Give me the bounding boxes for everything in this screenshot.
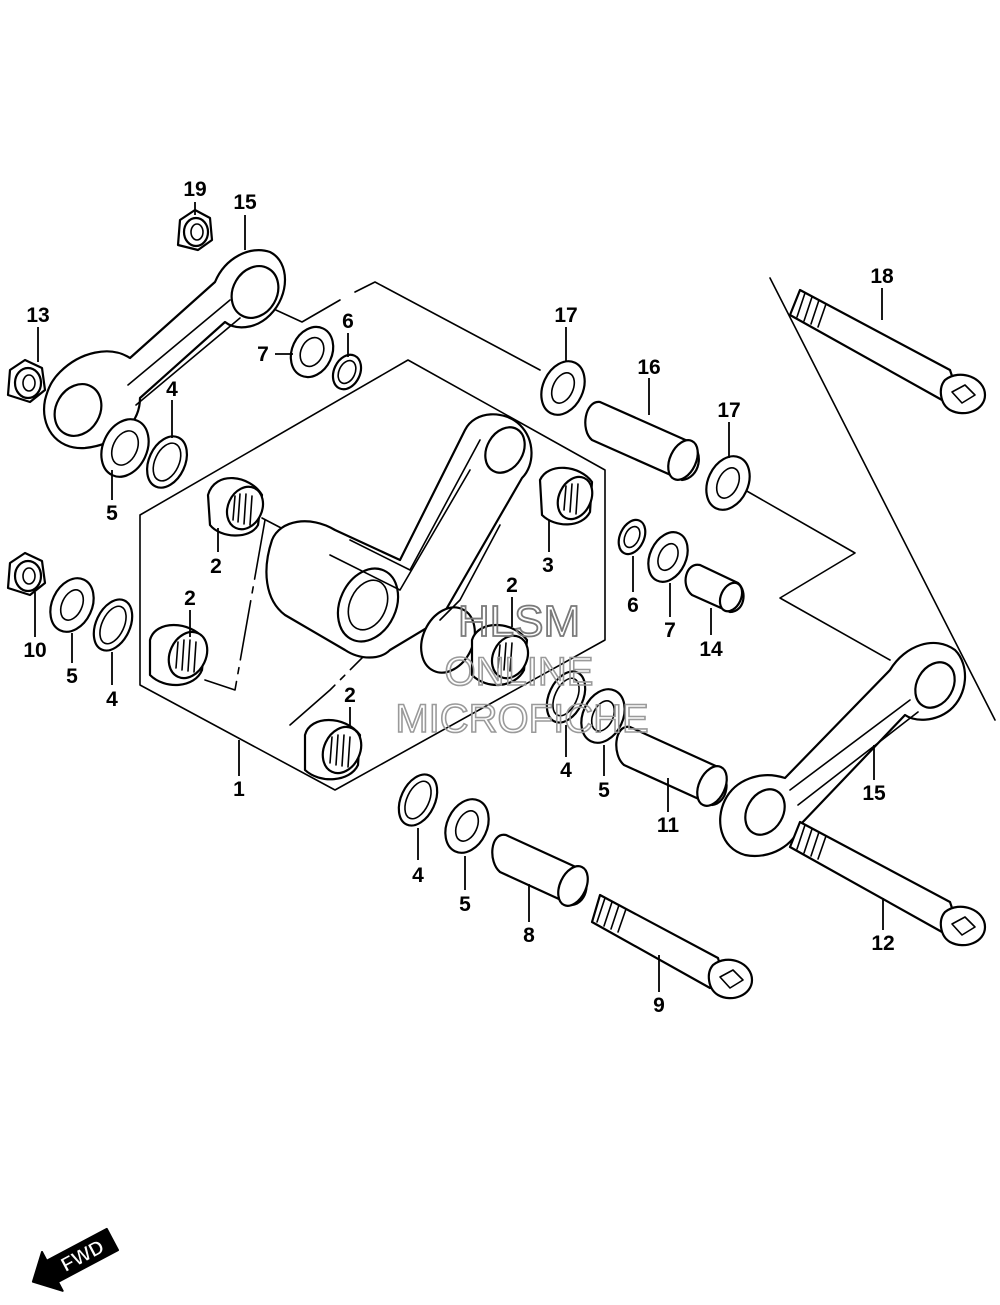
callout-7-right: 7: [664, 619, 676, 642]
callout-6-right: 6: [627, 594, 639, 617]
washer-17-right: [705, 455, 751, 511]
callout-5-bottom: 5: [459, 893, 471, 916]
callout-17-right: 17: [717, 399, 740, 422]
bolt-18: [788, 288, 987, 415]
callout-4-mid: 4: [560, 759, 572, 782]
seal-4-mid: [545, 670, 587, 724]
callout-3: 3: [542, 554, 554, 577]
washer-7-upper: [289, 325, 335, 379]
bolt-12: [788, 820, 987, 947]
rod-link-upper-left: [42, 249, 287, 450]
callout-7-upper: 7: [257, 343, 269, 366]
nut-19: [176, 208, 214, 252]
seal-4-upper: [145, 435, 189, 489]
collar-8: [491, 833, 589, 907]
callout-labels: 19 15 13 6 7 4 5 17 16 18 17 2 3 2 2 6 7…: [23, 178, 894, 1017]
rod-link-right: [719, 641, 967, 858]
leader-lines: [34, 202, 884, 992]
callout-5-upper: 5: [106, 502, 118, 525]
assembly-outline-left: [139, 359, 606, 791]
callout-16: 16: [637, 356, 660, 379]
callout-19: 19: [183, 178, 206, 201]
seal-6-right: [617, 518, 647, 556]
bearing-2-bottom: [303, 719, 363, 781]
collar-11: [615, 725, 728, 807]
collar-16: [584, 400, 700, 482]
bolt-9: [590, 893, 754, 1000]
bearing-3: [538, 466, 594, 526]
callout-10: 10: [23, 639, 46, 662]
washer-5-upper: [100, 418, 150, 478]
watermark-line-3: MICROFICHE: [395, 697, 648, 741]
callout-14: 14: [699, 638, 723, 661]
seal-4-bottom: [397, 773, 439, 827]
callout-15-right: 15: [862, 782, 886, 805]
bearing-2-left: [148, 624, 209, 687]
washer-17-upper: [540, 360, 586, 416]
callout-1: 1: [233, 778, 245, 801]
callout-5-left: 5: [66, 665, 78, 688]
nut-10: [6, 551, 47, 597]
callout-4-left: 4: [106, 688, 118, 711]
callout-8: 8: [523, 924, 535, 947]
bearing-2-mid: [470, 624, 530, 687]
washer-5-bottom: [444, 798, 490, 854]
callout-4-upper: 4: [166, 378, 178, 401]
washer-5-left: [49, 577, 95, 633]
callout-12: 12: [871, 932, 894, 955]
fwd-arrow-icon: FWD: [31, 1227, 120, 1292]
callout-18: 18: [870, 265, 894, 288]
callout-2-left: 2: [184, 587, 196, 610]
collar-14: [684, 563, 745, 614]
callout-13: 13: [26, 304, 49, 327]
watermark-line-1: HLSM: [458, 597, 580, 646]
washer-7-right: [647, 531, 689, 583]
callout-9: 9: [653, 994, 665, 1017]
assembly-outline-upper-link: [264, 277, 996, 721]
callout-6-upper: 6: [342, 310, 354, 333]
washer-5-mid: [580, 688, 626, 744]
callout-2-bottom: 2: [344, 684, 356, 707]
seal-6-upper: [331, 353, 363, 391]
seal-4-left: [92, 598, 134, 652]
callout-2-mid: 2: [506, 574, 518, 597]
bearing-2-top: [206, 477, 265, 537]
watermark: HLSM ONLINE MICROFICHE: [395, 596, 650, 742]
nut-13: [6, 358, 47, 404]
lever-1: [265, 413, 533, 674]
callout-17-upper: 17: [554, 304, 577, 327]
callout-15-upper: 15: [233, 191, 257, 214]
callout-5-mid: 5: [598, 779, 610, 802]
callout-11: 11: [657, 814, 680, 837]
callout-4-bottom: 4: [412, 864, 424, 887]
watermark-line-2: ONLINE: [445, 650, 594, 694]
callout-2-top: 2: [210, 555, 222, 578]
